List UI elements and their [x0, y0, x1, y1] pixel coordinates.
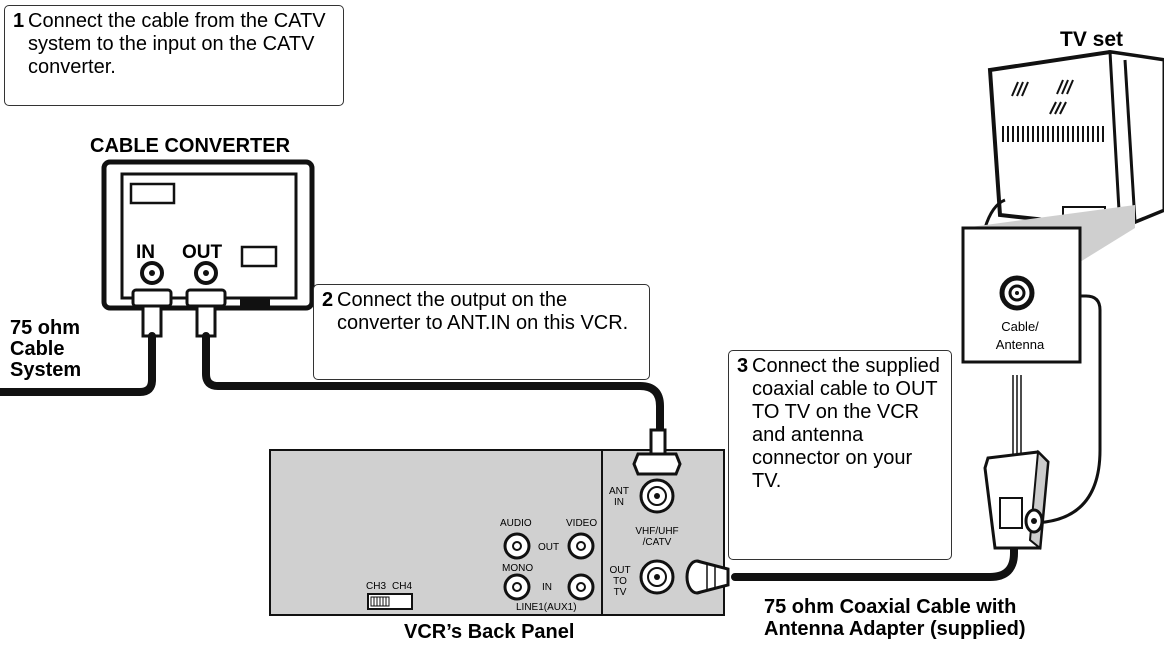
- tv-set: [961, 49, 1164, 364]
- ch3-label: CH3: [366, 581, 387, 592]
- tv-antenna-line: Antenna: [995, 337, 1045, 352]
- step-text: Connect the supplied coaxial cable to OU…: [752, 355, 940, 492]
- step-number: 3: [737, 355, 749, 377]
- coax-cable-line: 75 ohm Coaxial Cable with: [764, 596, 1017, 618]
- out-to-tv-line: TV: [613, 587, 627, 598]
- tv-antenna-label: Cable/ Antenna: [990, 318, 1050, 354]
- cable-system-line: 75 ohm: [10, 317, 81, 339]
- line1-label: LINE1(AUX1): [516, 602, 577, 613]
- cable-lines: [0, 332, 1018, 581]
- out-to-tv-line: OUT: [609, 565, 631, 576]
- out-to-tv-line: TO: [613, 576, 627, 587]
- cable-system-line: System: [10, 359, 82, 381]
- adapter-wire: [1029, 294, 1102, 525]
- vhf-uhf-label: VHF/UHF /CATV: [628, 526, 686, 548]
- out-to-tv-label: OUT TO TV: [608, 565, 632, 598]
- coax-cable-line: Antenna Adapter (supplied): [764, 618, 1026, 640]
- vhf-uhf-line: /CATV: [642, 537, 672, 548]
- vcr-back-panel-label: VCR’s Back Panel: [404, 621, 575, 643]
- antenna-adapter: [983, 375, 1050, 550]
- audio-label: AUDIO: [500, 518, 532, 529]
- tv-antenna-line: Cable/: [1001, 319, 1039, 334]
- ant-in-line: ANT: [609, 486, 629, 497]
- mono-label: MONO: [502, 563, 534, 574]
- step-number: 1: [13, 10, 25, 32]
- av-in-label: IN: [542, 582, 552, 593]
- tv-set-label: TV set: [1060, 28, 1124, 51]
- ch4-label: CH4: [392, 581, 413, 592]
- converter-out-label: OUT: [182, 242, 223, 263]
- ant-in-line: IN: [614, 497, 624, 508]
- coax-cable-label: 75 ohm Coaxial Cable with Antenna Adapte…: [764, 596, 1025, 640]
- step-text: Connect the cable from the CATV system t…: [28, 10, 326, 78]
- converter-in-label: IN: [136, 242, 155, 263]
- cable-system-line: Cable: [10, 338, 65, 360]
- cable-system-label: 75 ohm Cable System: [10, 318, 81, 381]
- cable-converter: [101, 159, 315, 338]
- video-label: VIDEO: [566, 518, 598, 529]
- step-text: Connect the output on the converter to A…: [337, 289, 629, 334]
- av-out-label: OUT: [538, 542, 560, 553]
- ant-in-label: ANT IN: [608, 486, 630, 508]
- step-number: 2: [322, 289, 334, 311]
- vcr-back-panel: [269, 428, 730, 616]
- vhf-uhf-line: VHF/UHF: [635, 526, 679, 537]
- cable-converter-label: CABLE CONVERTER: [90, 135, 291, 157]
